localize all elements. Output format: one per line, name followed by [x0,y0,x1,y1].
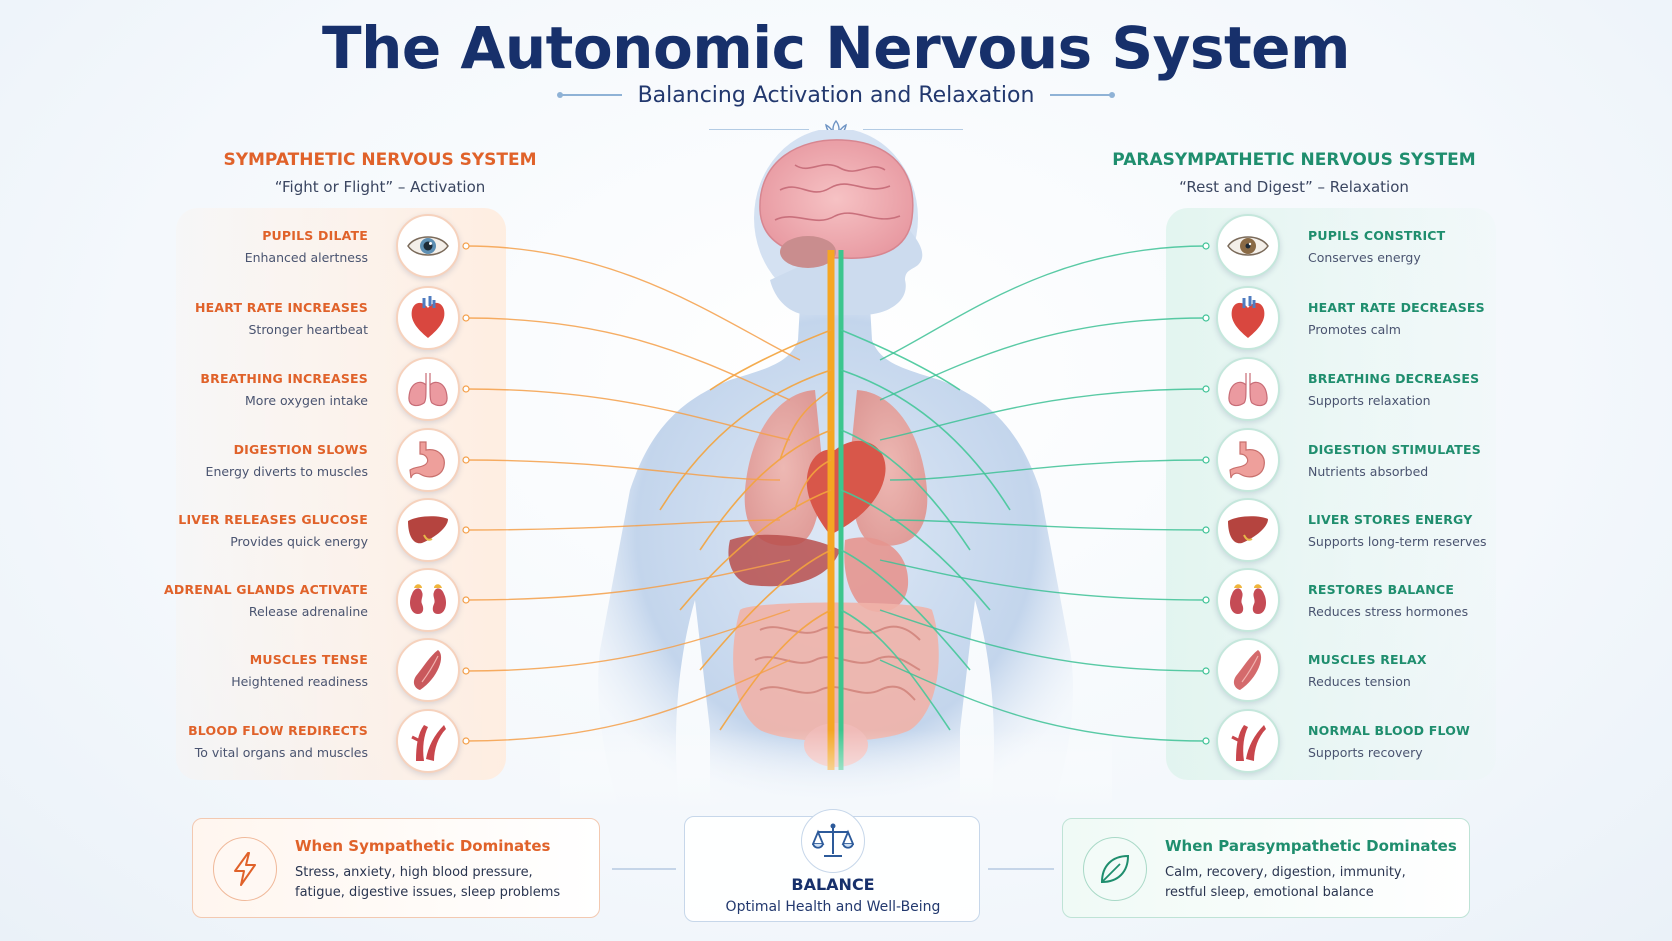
box-text: Optimal Health and Well-Being [725,899,941,915]
eye-icon [1216,214,1280,278]
box-heading: When Sympathetic Dominates [295,837,551,855]
box-text: Stress, anxiety, high blood pressure, fa… [295,863,585,903]
item-desc: Reduces tension [1308,673,1411,689]
sympathetic-item-digestion: DIGESTION SLOWS Energy diverts to muscles [150,428,460,492]
parasympathetic-item-blood-flow: NORMAL BLOOD FLOW Supports recovery [1216,709,1546,773]
sympathetic-item-pupils: PUPILS DILATE Enhanced alertness [150,214,460,278]
divider [556,92,622,98]
parasympathetic-dominates-box: When Parasympathetic Dominates Calm, rec… [1062,818,1470,918]
scales-icon [801,809,865,873]
parasympathetic-item-liver: LIVER STORES ENERGY Supports long-term re… [1216,498,1546,562]
item-label: MUSCLES TENSE [249,651,368,667]
item-desc: Supports recovery [1308,744,1423,760]
sympathetic-tagline: “Fight or Flight” – Activation [274,178,486,196]
item-label: BLOOD FLOW REDIRECTS [188,722,368,738]
item-label: LIVER STORES ENERGY [1308,511,1473,527]
sympathetic-item-breathing: BREATHING INCREASES More oxygen intake [150,357,460,421]
sympathetic-item-heart: HEART RATE INCREASES Stronger heartbeat [150,286,460,350]
item-desc: To vital organs and muscles [194,744,368,760]
stomach-icon [396,428,460,492]
box-text-line: Calm, recovery, digestion, immunity, [1165,865,1406,880]
item-desc: Promotes calm [1308,321,1401,337]
box-text-line: restful sleep, emotional balance [1165,885,1374,900]
item-desc: More oxygen intake [245,392,368,408]
item-label: MUSCLES RELAX [1308,651,1427,667]
divider [709,128,809,130]
heart-icon [396,286,460,350]
item-label: LIVER RELEASES GLUCOSE [178,511,368,527]
item-label: RESTORES BALANCE [1308,581,1455,597]
item-label: HEART RATE INCREASES [194,299,368,315]
sympathetic-item-adrenal: ADRENAL GLANDS ACTIVATE Release adrenalin… [150,568,460,632]
item-desc: Supports long-term reserves [1308,533,1487,549]
item-label: DIGESTION STIMULATES [1308,441,1481,457]
item-label: DIGESTION SLOWS [233,441,368,457]
parasympathetic-tagline: “Rest and Digest” – Relaxation [1179,178,1409,196]
human-body-illustration [560,130,1112,810]
box-text-line: fatigue, digestive issues, sleep problem… [295,885,561,900]
sympathetic-item-liver: LIVER RELEASES GLUCOSE Provides quick ene… [150,498,460,562]
eye-icon [396,214,460,278]
item-label: PUPILS DILATE [262,227,368,243]
kidneys-icon [1216,568,1280,632]
muscle-icon [396,638,460,702]
parasympathetic-item-balance: RESTORES BALANCE Reduces stress hormones [1216,568,1546,632]
lightning-icon [213,837,277,901]
item-label: HEART RATE DECREASES [1308,299,1485,315]
item-desc: Reduces stress hormones [1308,603,1469,619]
leaf-icon [1083,837,1147,901]
connector-line [988,868,1054,870]
item-label: BREATHING INCREASES [200,370,368,386]
sympathetic-dominates-box: When Sympathetic Dominates Stress, anxie… [192,818,600,918]
item-desc: Release adrenaline [248,603,368,619]
item-desc: Conserves energy [1308,249,1421,265]
parasympathetic-header: PARASYMPATHETIC NERVOUS SYSTEM “Rest and… [1054,150,1534,196]
sympathetic-heading: SYMPATHETIC NERVOUS SYSTEM [223,150,537,170]
parasympathetic-item-heart: HEART RATE DECREASES Promotes calm [1216,286,1546,350]
page-title: The Autonomic Nervous System [322,14,1350,82]
item-desc: Enhanced alertness [244,249,368,265]
box-heading: BALANCE [791,875,875,894]
parasympathetic-item-digestion: DIGESTION STIMULATES Nutrients absorbed [1216,428,1546,492]
divider [863,128,963,130]
connector-line [612,868,676,870]
blood-vessel-icon [396,709,460,773]
sympathetic-item-muscles: MUSCLES TENSE Heightened readiness [150,638,460,702]
parasympathetic-item-breathing: BREATHING DECREASES Supports relaxation [1216,357,1546,421]
sympathetic-header: SYMPATHETIC NERVOUS SYSTEM “Fight or Fli… [140,150,620,196]
box-text: Calm, recovery, digestion, immunity, res… [1165,863,1455,903]
liver-icon [1216,498,1280,562]
item-label: NORMAL BLOOD FLOW [1308,722,1471,738]
box-heading: When Parasympathetic Dominates [1165,837,1457,855]
sympathetic-item-blood-flow: BLOOD FLOW REDIRECTS To vital organs and … [150,709,460,773]
item-label: PUPILS CONSTRICT [1308,227,1446,243]
item-desc: Heightened readiness [231,673,368,689]
muscle-icon [1216,638,1280,702]
lungs-icon [1216,357,1280,421]
item-desc: Nutrients absorbed [1308,463,1429,479]
item-label: ADRENAL GLANDS ACTIVATE [164,581,368,597]
blood-vessel-icon [1216,709,1280,773]
box-text-line: Stress, anxiety, high blood pressure, [295,865,533,880]
parasympathetic-heading: PARASYMPATHETIC NERVOUS SYSTEM [1112,150,1476,170]
item-desc: Energy diverts to muscles [205,463,368,479]
heart-icon [1216,286,1280,350]
stomach-icon [1216,428,1280,492]
item-desc: Stronger heartbeat [248,321,368,337]
balance-box: BALANCE Optimal Health and Well-Being [684,809,980,922]
item-desc: Provides quick energy [230,533,368,549]
item-label: BREATHING DECREASES [1308,370,1480,386]
lungs-icon [396,357,460,421]
liver-icon [396,498,460,562]
divider [1050,92,1116,98]
subtitle-row: Balancing Activation and Relaxation [0,80,1672,110]
kidneys-icon [396,568,460,632]
parasympathetic-item-muscles: MUSCLES RELAX Reduces tension [1216,638,1546,702]
item-desc: Supports relaxation [1308,392,1431,408]
page-subtitle: Balancing Activation and Relaxation [637,82,1035,108]
parasympathetic-item-pupils: PUPILS CONSTRICT Conserves energy [1216,214,1546,278]
